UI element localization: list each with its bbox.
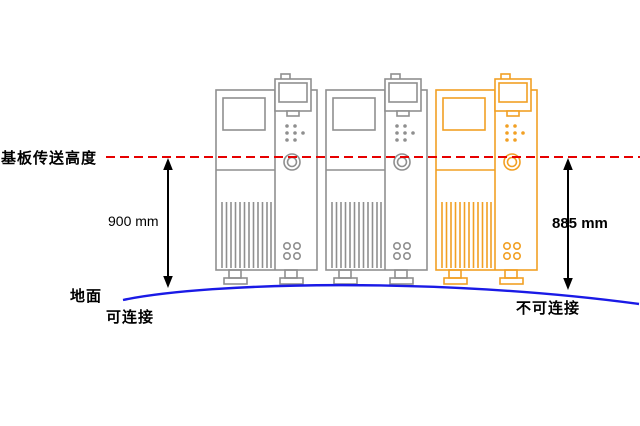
- machine-2: [325, 73, 428, 285]
- transfer-height-label: 基板传送高度: [1, 150, 98, 167]
- ground-label: 地面: [70, 288, 103, 305]
- connectable-label: 可连接: [106, 309, 155, 326]
- machine-3-not-connectable: [435, 73, 538, 285]
- not-connectable-label: 不可连接: [516, 300, 581, 317]
- ground-line: [122, 283, 640, 306]
- dimension-arrow-left: [163, 158, 173, 288]
- dimension-arrow-right: [563, 158, 573, 290]
- left-dimension-label: 900 mm: [108, 213, 159, 229]
- machine-1: [215, 73, 318, 285]
- right-dimension-label: 885 mm: [552, 215, 608, 232]
